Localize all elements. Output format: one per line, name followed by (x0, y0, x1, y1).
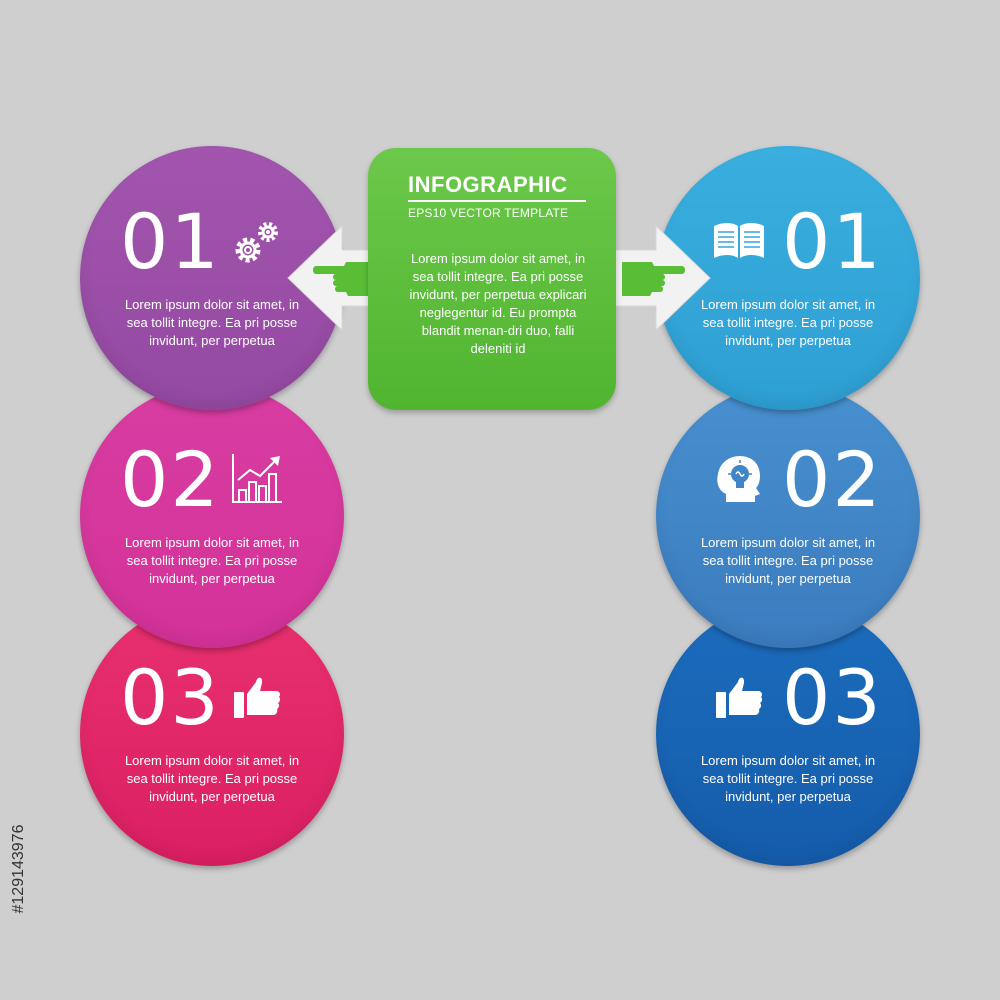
pointing-hand-right-icon (622, 262, 685, 296)
head-lightbulb-icon (717, 456, 760, 502)
step-number: 01 (782, 197, 883, 286)
growth-chart-icon (232, 454, 282, 503)
open-book-icon (714, 223, 764, 258)
step-number: 01 (120, 197, 221, 286)
left-step-2: 02 Lorem ipsum dolor sit amet, in sea to… (80, 384, 344, 648)
center-panel: INFOGRAPHIC EPS10 VECTOR TEMPLATE Lorem … (368, 148, 616, 410)
panel-title: INFOGRAPHIC (408, 172, 568, 197)
step-description: Lorem ipsum dolor sit amet, in sea tolli… (124, 297, 300, 348)
right-step-2: 02 Lorem ipsum dolor sit amet, in sea to… (656, 384, 920, 648)
step-description: Lorem ipsum dolor sit amet, in sea tolli… (700, 535, 876, 586)
panel-body: Lorem ipsum dolor sit amet, in sea tolli… (409, 251, 587, 356)
left-step-1: 01 Lorem ipsum dolor sit amet, in sea to… (80, 146, 344, 410)
title-divider (408, 200, 586, 202)
step-description: Lorem ipsum dolor sit amet, in sea tolli… (700, 753, 876, 804)
right-arrow (601, 224, 711, 332)
step-number: 03 (120, 653, 221, 742)
pointing-hand-left-icon (313, 262, 372, 296)
thumbs-up-icon (716, 677, 763, 718)
step-description: Lorem ipsum dolor sit amet, in sea tolli… (700, 297, 876, 348)
right-step-1: 01 Lorem ipsum dolor sit amet, in sea to… (656, 146, 920, 410)
right-step-3: 03 Lorem ipsum dolor sit amet, in sea to… (656, 602, 920, 866)
panel-subtitle: EPS10 VECTOR TEMPLATE (408, 206, 569, 220)
gears-icon (235, 222, 278, 263)
step-description: Lorem ipsum dolor sit amet, in sea tolli… (124, 753, 300, 804)
step-description: Lorem ipsum dolor sit amet, in sea tolli… (124, 535, 300, 586)
step-number: 02 (782, 435, 883, 524)
step-number: 03 (782, 653, 883, 742)
thumbs-up-icon (234, 677, 281, 718)
step-number: 02 (120, 435, 221, 524)
stock-id-text: #129143976 (10, 824, 27, 914)
stock-id: #129143976 (9, 770, 27, 970)
